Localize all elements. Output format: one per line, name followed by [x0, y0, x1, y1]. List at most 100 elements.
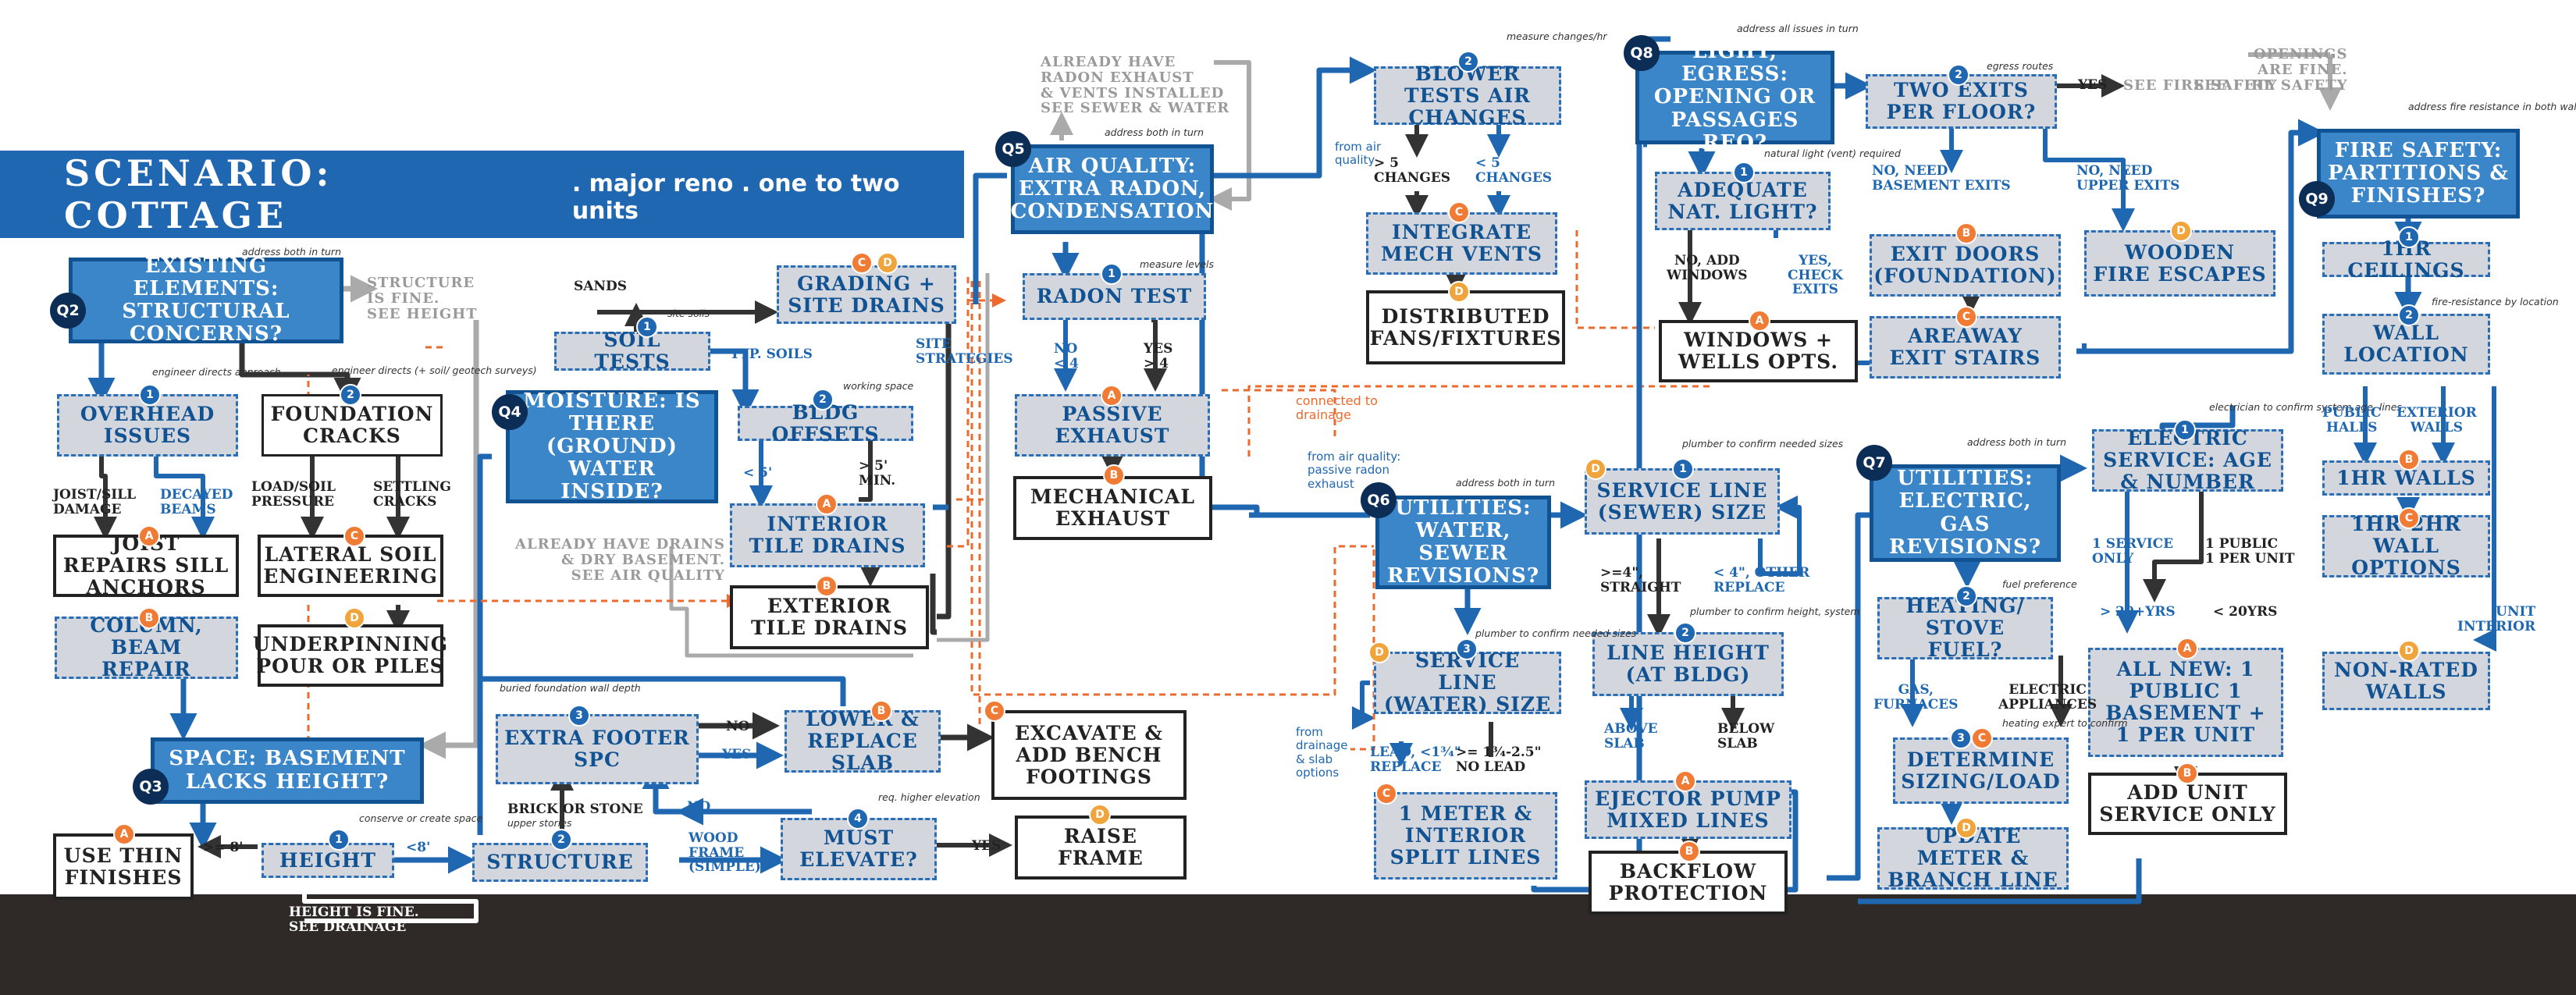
- step-badge: D: [1448, 281, 1470, 303]
- label: YES: [2078, 77, 2108, 93]
- label: > 5 CHANGES: [1374, 155, 1451, 186]
- question-q4[interactable]: MOISTURE: IS THERE (GROUND) WATER INSIDE…: [506, 389, 718, 503]
- grading-site-drains[interactable]: GRADING + SITE DRAINS: [777, 265, 956, 324]
- one-meter[interactable]: 1 METER & INTERIOR SPLIT LINES: [1374, 792, 1557, 880]
- question-tag: Q8: [1624, 35, 1660, 71]
- step-badge: 3: [1456, 638, 1478, 660]
- question-q7[interactable]: UTILITIES: ELECTRIC, GAS REVISIONS?: [1870, 464, 2061, 562]
- note: plumber to confirm needed sizes: [1475, 627, 1637, 639]
- note: address both in turn: [1967, 436, 2066, 448]
- wire: [973, 172, 1007, 304]
- label: < 20YRS: [2213, 604, 2278, 620]
- wire: [937, 273, 990, 642]
- note: measure changes/hr: [1507, 30, 1607, 42]
- step-badge: B: [870, 700, 892, 722]
- extra-footer-spc[interactable]: EXTRA FOOTER SPC: [496, 714, 699, 784]
- step-badge: 2: [340, 384, 361, 406]
- question-q9[interactable]: FIRE SAFETY: PARTITIONS & FINISHES?: [2317, 129, 2520, 219]
- label: > 20+YRS: [2100, 604, 2176, 620]
- underpinning[interactable]: UNDERPINNING POUR OR PILES: [253, 624, 447, 687]
- step-badge: C: [1955, 306, 1977, 328]
- bldg-offsets[interactable]: BLDG OFFSETS: [738, 401, 913, 445]
- note: electrician to confirm system age, lines: [2209, 401, 2402, 413]
- step-badge: 1: [636, 316, 658, 338]
- step-badge: 2: [1955, 585, 1977, 607]
- wire: [1208, 60, 1251, 211]
- step-badge: A: [113, 823, 135, 845]
- wire: [1531, 789, 1799, 893]
- step-badge: 2: [550, 829, 572, 851]
- wire: [937, 300, 952, 620]
- label: 1 SERVICE ONLY: [2092, 536, 2174, 567]
- wire: [930, 574, 937, 635]
- service-line-water[interactable]: SERVICE LINE (WATER) SIZE: [1374, 650, 1561, 716]
- step-badge: 2: [1457, 51, 1479, 73]
- question-q2[interactable]: EXISTING ELEMENTS: STRUCTURAL CONCERNS?: [69, 254, 343, 346]
- windows-wells[interactable]: WINDOWS + WELLS OPTS.: [1659, 320, 1858, 382]
- wire: [1222, 389, 1336, 437]
- note: fuel preference: [2002, 578, 2077, 590]
- mechanical-exhaust[interactable]: MECHANICAL EXHAUST: [1013, 476, 1212, 540]
- one-hr-walls[interactable]: 1HR WALLS: [2322, 460, 2490, 496]
- banner-title: SCENARIO: COTTAGE: [64, 152, 333, 236]
- wire: [2143, 476, 2204, 602]
- ejector-pump[interactable]: EJECTOR PUMP MIXED LINES: [1585, 780, 1791, 839]
- step-badge: B: [2176, 762, 2198, 784]
- step-badge: B: [1955, 222, 1977, 244]
- note: egress routes: [1987, 60, 2054, 72]
- label: LEAD, <1¾" REPLACE: [1370, 744, 1461, 775]
- note: address fire resistance in both wall & c…: [2408, 101, 2576, 112]
- label: connected to drainage: [1296, 393, 1378, 422]
- note: plumber to confirm needed sizes: [1682, 438, 1844, 450]
- blower-tests[interactable]: BLOWER TESTS AIR CHANGES: [1374, 62, 1561, 128]
- label: < 5 CHANGES: [1475, 155, 1553, 186]
- label: SITE STRATEGIES: [916, 336, 1013, 367]
- label: NO, NEED BASEMENT EXITS: [1872, 163, 2011, 194]
- step-badge: B: [2398, 449, 2420, 471]
- soil-tests[interactable]: SOIL TESTS: [554, 329, 710, 373]
- label: >=4", STRAIGHT: [1600, 565, 1681, 595]
- height[interactable]: HEIGHT: [262, 843, 394, 878]
- step-badge: 2: [1948, 64, 1969, 86]
- add-unit-service[interactable]: ADD UNIT SERVICE ONLY: [2088, 773, 2287, 835]
- label: HEIGHT IS FINE. SEE DRAINAGE: [289, 904, 419, 935]
- integrate-mech-vents[interactable]: INTEGRATE MECH VENTS: [1366, 212, 1557, 275]
- question-tag: Q6: [1361, 482, 1397, 518]
- lower-replace-slab[interactable]: LOWER & REPLACE SLAB: [785, 709, 941, 774]
- wooden-fire-escapes[interactable]: WOODEN FIRE ESCAPES: [2084, 230, 2275, 297]
- label: YES: [722, 747, 752, 762]
- label: SEE FIRE SAFETY: [2123, 77, 2278, 94]
- wire: [94, 457, 117, 540]
- step-badge: D: [877, 252, 898, 274]
- update-meter[interactable]: UPDATE METER & BRANCH LINE: [1877, 826, 2069, 891]
- distributed-fans[interactable]: DISTRIBUTED FANS/FIXTURES: [1366, 290, 1565, 364]
- label: SETTLING CRACKS: [373, 479, 451, 510]
- step-badge: D: [343, 607, 365, 629]
- banner-subtitle: . major reno . one to two units: [571, 170, 900, 225]
- step-badge: A: [816, 493, 838, 515]
- wire: [710, 348, 760, 417]
- wire: [1758, 496, 1802, 576]
- raise-frame[interactable]: RAISE FRAME: [1015, 816, 1187, 880]
- question-tag: Q4: [492, 394, 528, 430]
- label: < 4", OTHER REPLACE: [1713, 565, 1810, 595]
- wire: [418, 320, 479, 759]
- question-tag: Q5: [995, 131, 1031, 167]
- line-height[interactable]: LINE HEIGHT (AT BLDG): [1592, 632, 1784, 696]
- wire: [1247, 385, 1710, 460]
- note: from air quality: passive radon exhaust: [1308, 450, 1401, 491]
- note: upper stories: [507, 817, 572, 829]
- label: UNIT INTERIOR: [2457, 604, 2536, 634]
- step-badge: 2: [2398, 304, 2420, 326]
- all-new-service[interactable]: ALL NEW: 1 PUBLIC 1 BASEMENT + 1 PER UNI…: [2088, 648, 2283, 757]
- question-q6[interactable]: UTILITIES: WATER, SEWER REVISIONS?: [1375, 496, 1551, 589]
- step-badge: C: [851, 252, 873, 274]
- step-badge: 1: [328, 829, 350, 851]
- question-q5[interactable]: AIR QUALITY: EXTRA RADON, CONDENSATION: [1011, 144, 1214, 234]
- label: YES > 4: [1144, 341, 1173, 371]
- scenario-banner: SCENARIO: COTTAGE . major reno . one to …: [0, 151, 964, 238]
- question-q8[interactable]: LIGHT, EGRESS: OPENING OR PASSAGES REQ?: [1635, 41, 1834, 154]
- excavate-bench[interactable]: EXCAVATE & ADD BENCH FOOTINGS: [991, 710, 1187, 800]
- step-badge: C: [2398, 507, 2420, 529]
- question-q3[interactable]: SPACE: BASEMENT LACKS HEIGHT?: [151, 737, 424, 804]
